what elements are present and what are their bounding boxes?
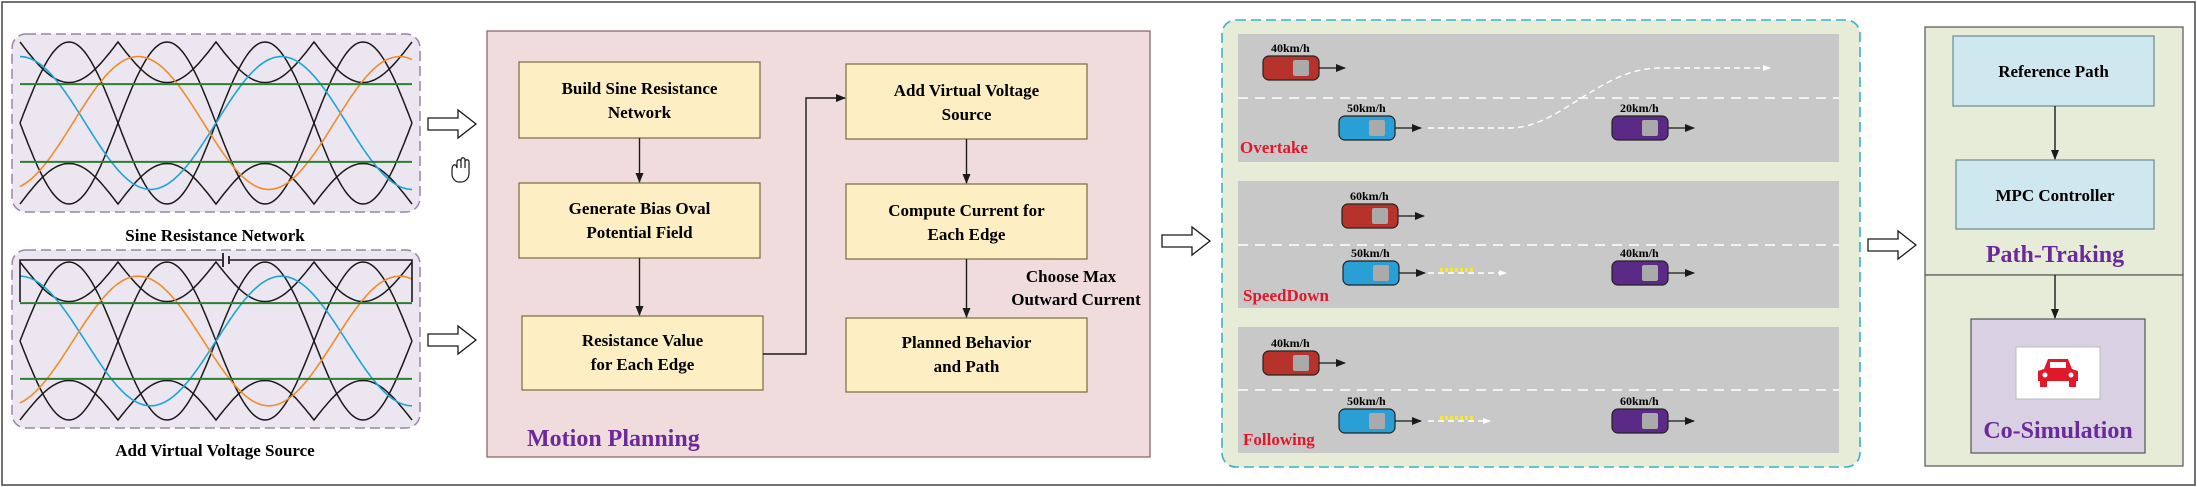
resistance-value-line1: Resistance Value [582,331,704,350]
choose-max-line2: Outward Current [1011,290,1141,309]
car-1-0: 60km/h [1341,189,1425,229]
hollow-arrow-4 [1867,229,1918,261]
motion-planning-panel: Build Sine Resistance Network Generate B… [486,30,1151,458]
scenario-label-speeddown: SpeedDown [1243,286,1330,305]
planned-behavior-box [845,317,1088,393]
car-body [1342,260,1400,286]
car-0-2: 20km/h [1611,101,1695,141]
choose-max-line1: Choose Max [1026,267,1117,286]
car-speed-label: 60km/h [1620,394,1659,408]
car-1-1: 50km/h [1342,246,1426,286]
car-speed-label: 40km/h [1271,41,1310,55]
compute-current-line2: Each Edge [928,225,1006,244]
build-network-box [518,61,761,139]
car-speed-label: 20km/h [1620,101,1659,115]
bias-field-box [518,182,761,259]
build-network-line1: Build Sine Resistance [562,79,718,98]
sine-network-curve-4 [19,55,413,191]
scenario-label-overtake: Overtake [1240,138,1308,157]
overtake-path [1428,65,1771,129]
car-body [1611,260,1669,286]
scenario-cars: 40km/h 50km/h 20km/h 60km/h 50km/h 40km/h 40km… [1262,41,1695,434]
hand-cursor-icon [451,157,470,183]
car-window [1372,208,1388,224]
hollow-arrow-3 [1161,225,1212,257]
voltage-network-curve-4 [19,275,413,407]
scenario-panel: 40km/h 50km/h 20km/h 60km/h 50km/h 40km/h 40km… [1221,19,1861,468]
car-speed-label: 50km/h [1351,246,1390,260]
car-window [1642,120,1658,136]
add-voltage-line1: Add Virtual Voltage [894,81,1040,100]
car-window [1642,413,1658,429]
bias-field-line1: Generate Bias Oval [569,199,711,218]
car-1-2: 40km/h [1611,246,1695,286]
compute-current-line1: Compute Current for [888,201,1045,220]
car-window [1369,120,1385,136]
reference-path-label: Reference Path [1998,62,2109,81]
sine-network-curve-5 [19,55,413,191]
car-2-2: 60km/h [1611,394,1695,434]
tracking-panel: Reference Path MPC Controller Path-Traki… [1924,26,2184,467]
car-body [1341,203,1399,229]
scenario-label-following: Following [1243,430,1315,449]
car-icon [2038,359,2078,387]
planned-behavior-line1: Planned Behavior [902,333,1032,352]
motion-planning-title: Motion Planning [527,426,700,452]
mpc-controller-label: MPC Controller [1995,186,2115,205]
bias-field-line2: Potential Field [586,223,693,242]
voltage-network-curves [19,260,413,422]
add-voltage-line2: Source [942,105,992,124]
car-speed-label: 50km/h [1347,394,1386,408]
hollow-arrow-2 [427,324,478,356]
car-speed-label: 40km/h [1271,336,1310,350]
path-tracking-title: Path-Traking [1986,242,2124,268]
co-simulation-box [1970,318,2146,454]
voltage-network-curve-1 [19,260,413,303]
car-2-1: 50km/h [1338,394,1422,434]
add-voltage-box [845,63,1088,140]
car-speed-label: 50km/h [1347,101,1386,115]
sine-network-caption: Sine Resistance Network [125,226,305,245]
car-0-1: 50km/h [1338,101,1422,141]
build-network-line2: Network [608,103,672,122]
hollow-arrow-1 [427,108,478,140]
car-window [1373,265,1389,281]
resistance-value-box [521,315,764,391]
car-window [1369,413,1385,429]
car-0-0: 40km/h [1262,41,1346,81]
mpc-controller-box [1955,159,2155,230]
co-simulation-title: Co-Simulation [1983,418,2132,444]
car-window [1293,355,1309,371]
planned-behavior-line2: and Path [934,357,1000,376]
voltage-source-wire [19,259,413,302]
car-body [1262,350,1320,376]
car-body [1338,115,1396,141]
sine-network-curve-3 [19,162,413,206]
car-window [1642,265,1658,281]
sine-network-panel: Sine Resistance Network [11,33,421,245]
voltage-network-caption: Add Virtual Voltage Source [115,441,315,460]
car-body [1611,115,1669,141]
car-body [1611,408,1669,434]
car-2-0: 40km/h [1262,336,1346,376]
reference-path-box [1952,35,2155,107]
resistance-value-line2: for Each Edge [591,355,695,374]
voltage-network-curve-5 [19,275,413,407]
sine-network-curve-1 [19,40,413,84]
voltage-network-panel: Add Virtual Voltage Source [11,249,421,460]
car-body [1262,55,1320,81]
sine-network-curves [19,40,413,206]
voltage-network-curve-3 [19,379,413,422]
car-speed-label: 40km/h [1620,246,1659,260]
flow-arrow-resistance-to-voltage [763,94,846,355]
car-speed-label: 60km/h [1350,189,1389,203]
car-body [1338,408,1396,434]
car-window [1293,60,1309,76]
compute-current-box [845,183,1088,260]
